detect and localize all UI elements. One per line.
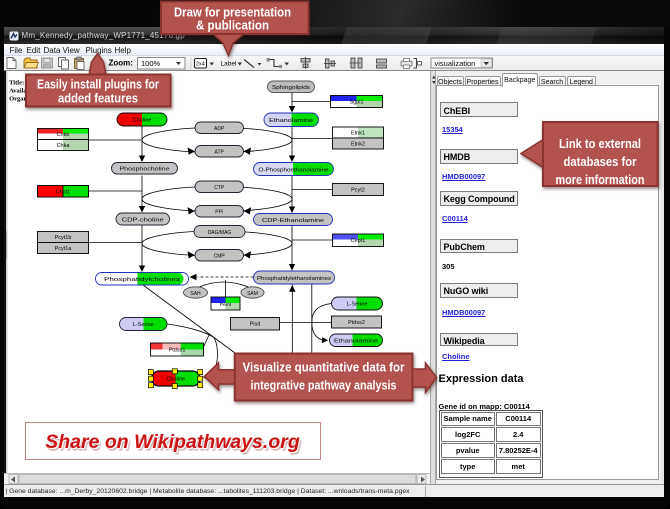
svg-text:Ethanolamine: Ethanolamine — [334, 338, 378, 344]
svg-text:2x4: 2x4 — [196, 62, 205, 68]
svg-text:Label: Label — [220, 61, 236, 68]
svg-text:Etnk2: Etnk2 — [350, 141, 364, 147]
svg-text:ATP: ATP — [214, 149, 224, 155]
svg-text:Pisd: Pisd — [249, 321, 260, 327]
svg-text:SAH: SAH — [190, 290, 201, 296]
svg-text:Pemt: Pemt — [219, 302, 231, 308]
svg-text:Pcyt1b: Pcyt1b — [54, 235, 71, 241]
svg-text:O-Phosphoethanolamine: O-Phosphoethanolamine — [258, 167, 328, 173]
svg-text:Sgpl1: Sgpl1 — [349, 99, 363, 105]
svg-text:Chpt1: Chpt1 — [55, 189, 70, 195]
svg-text:Cept1: Cept1 — [350, 238, 365, 244]
svg-text:visualization: visualization — [434, 59, 475, 68]
svg-text:Etnk1: Etnk1 — [350, 130, 364, 136]
svg-text:Chka: Chka — [56, 143, 70, 149]
svg-text:Chkb: Chkb — [56, 132, 69, 138]
svg-text:Organism: Mus mus: Organism: Mus mus — [9, 95, 67, 102]
svg-text:Availability: CC BY: Availability: CC BY — [9, 87, 65, 94]
svg-text:Phosphatidylcholines: Phosphatidylcholines — [104, 277, 180, 283]
svg-text:Choline: Choline — [166, 376, 185, 382]
svg-text:PPi: PPi — [215, 209, 223, 215]
svg-text:DAG/MAG: DAG/MAG — [207, 229, 231, 235]
svg-text:CDP-choline: CDP-choline — [121, 217, 163, 223]
svg-text:SAM: SAM — [247, 290, 258, 296]
svg-text:Ptdss2: Ptdss2 — [348, 319, 365, 325]
svg-text:100%: 100% — [141, 59, 161, 68]
svg-text:Title: Kennedy pathw: Title: Kennedy pathw — [9, 79, 70, 86]
svg-text:CDP-Ethanolamine: CDP-Ethanolamine — [262, 217, 324, 223]
svg-text:ADP: ADP — [214, 126, 225, 132]
svg-text:Sphingolipids: Sphingolipids — [272, 85, 311, 91]
svg-text:L-Serine: L-Serine — [346, 301, 367, 307]
svg-text:L-Serine: L-Serine — [132, 322, 153, 328]
svg-text:Zoom:: Zoom: — [108, 59, 132, 68]
svg-text:Pcyt2: Pcyt2 — [351, 187, 365, 193]
svg-text:Ethanolamine: Ethanolamine — [269, 118, 313, 124]
svg-text:Pcyt1a: Pcyt1a — [54, 246, 72, 252]
svg-text:Phosphocholine: Phosphocholine — [119, 166, 169, 172]
svg-text:Phosphatidylethanolamines: Phosphatidylethanolamines — [257, 275, 332, 281]
svg-text:CTP: CTP — [214, 185, 225, 191]
svg-text:Ptdss1: Ptdss1 — [168, 347, 185, 353]
svg-text:Choline: Choline — [132, 117, 151, 123]
svg-text:CMP: CMP — [213, 253, 225, 259]
